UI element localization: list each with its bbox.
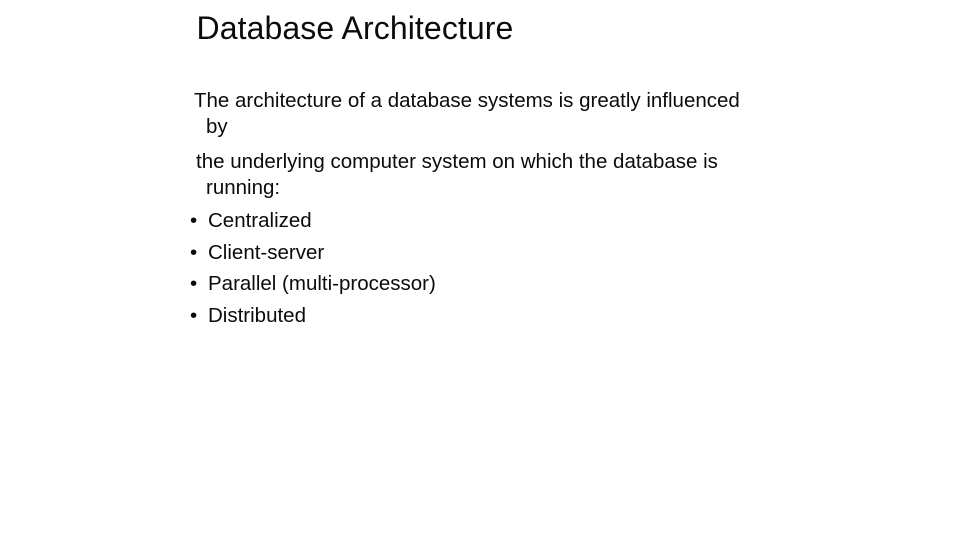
list-item-label: Parallel (multi-processor) — [208, 272, 436, 295]
list-item: • Distributed — [186, 300, 746, 332]
bullet-dot-icon: • — [190, 240, 198, 264]
architecture-bullet-list: • Centralized • Client-server • Parallel… — [186, 205, 746, 331]
slide-title: Database Architecture — [196, 10, 514, 46]
list-item-label: Centralized — [208, 209, 312, 232]
list-item: • Client-server — [186, 237, 746, 269]
list-item: • Parallel (multi-processor) — [186, 268, 746, 300]
bullet-dot-icon: • — [190, 209, 198, 232]
bullet-dot-icon: • — [190, 303, 198, 327]
bullet-dot-icon: • — [190, 272, 198, 295]
list-item: • Centralized — [186, 205, 746, 237]
list-item-label: Client-server — [208, 240, 325, 264]
body-paragraph-1: The architecture of a database systems i… — [194, 89, 746, 138]
slide-body: The architecture of a database systems i… — [186, 88, 746, 331]
body-paragraph-2: the underlying computer system on which … — [196, 150, 724, 199]
list-item-label: Distributed — [208, 303, 306, 327]
